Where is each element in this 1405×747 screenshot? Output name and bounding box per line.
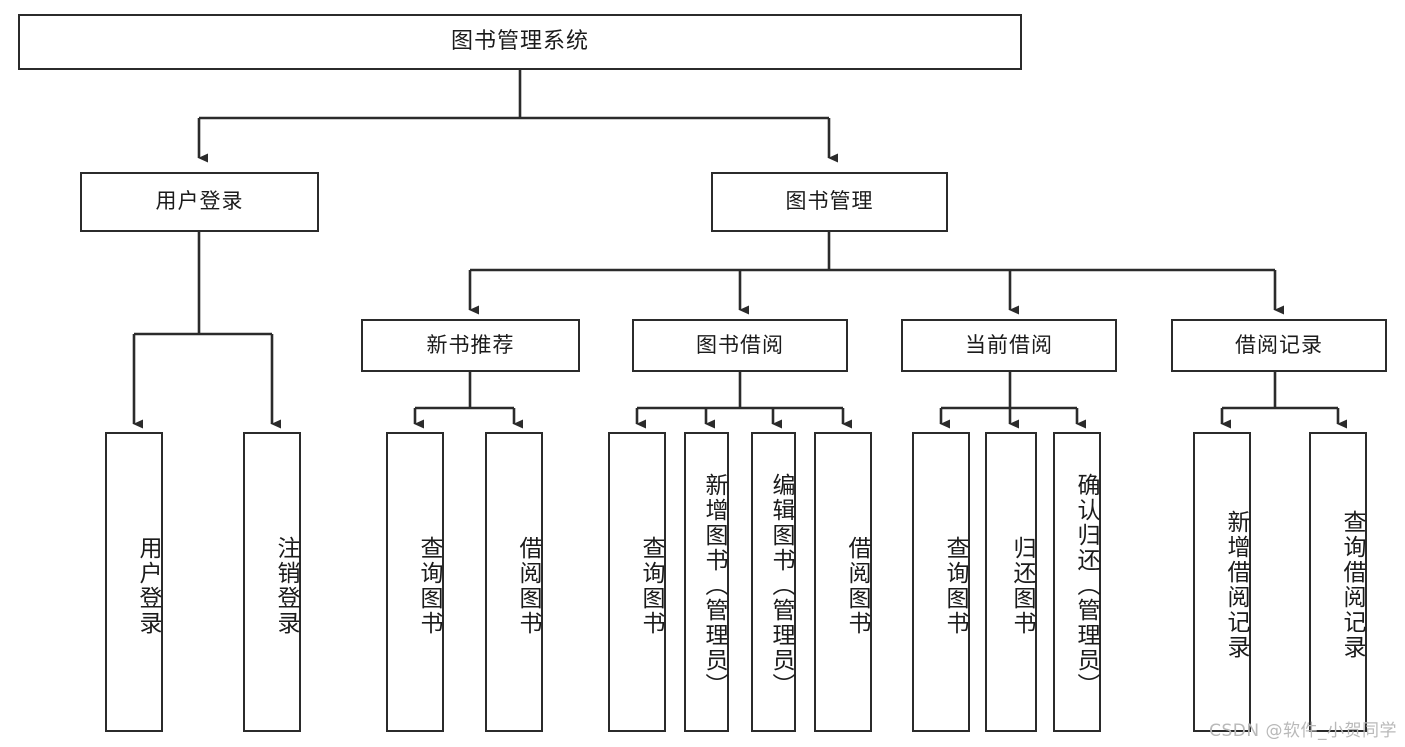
node-label: 借阅图书 xyxy=(515,536,541,636)
leaf-user-login[interactable]: 用户登录 xyxy=(105,432,163,732)
node-label: 图书借阅 xyxy=(696,332,784,357)
node-label: 查询图书 xyxy=(942,536,968,636)
node-borrowing-record[interactable]: 借阅记录 xyxy=(1171,319,1387,372)
node-label: 查询图书 xyxy=(416,536,442,636)
node-label: 借阅图书 xyxy=(844,536,870,636)
leaf-query-books-borrow[interactable]: 查询图书 xyxy=(608,432,666,732)
node-label: 编辑图书（管理员） xyxy=(768,472,794,698)
node-book-borrowing[interactable]: 图书借阅 xyxy=(632,319,848,372)
node-label: 确认归还（管理员） xyxy=(1073,472,1099,698)
leaf-query-books-current[interactable]: 查询图书 xyxy=(912,432,970,732)
leaf-borrow-books[interactable]: 借阅图书 xyxy=(814,432,872,732)
node-label: 新书推荐 xyxy=(426,332,515,357)
node-label: 当前借阅 xyxy=(965,332,1053,357)
node-current-borrowing[interactable]: 当前借阅 xyxy=(901,319,1117,372)
node-label: 新增图书（管理员） xyxy=(701,472,727,698)
node-label: 新增借阅记录 xyxy=(1223,510,1249,660)
leaf-borrow-books-recommend[interactable]: 借阅图书 xyxy=(485,432,543,732)
leaf-edit-book-admin[interactable]: 编辑图书（管理员） xyxy=(751,432,796,732)
node-root-library-management-system[interactable]: 图书管理系统 xyxy=(18,14,1022,70)
leaf-return-books[interactable]: 归还图书 xyxy=(985,432,1037,732)
leaf-add-borrow-record[interactable]: 新增借阅记录 xyxy=(1193,432,1251,732)
node-label: 图书管理系统 xyxy=(450,28,589,54)
node-label: 查询图书 xyxy=(638,536,664,636)
csdn-watermark: CSDN @软件_小贺同学 xyxy=(1209,721,1397,741)
node-book-management[interactable]: 图书管理 xyxy=(711,172,948,232)
leaf-add-book-admin[interactable]: 新增图书（管理员） xyxy=(684,432,729,732)
leaf-query-borrow-record[interactable]: 查询借阅记录 xyxy=(1309,432,1367,732)
node-label: 用户登录 xyxy=(155,189,244,214)
leaf-confirm-return-admin[interactable]: 确认归还（管理员） xyxy=(1053,432,1101,732)
node-label: 借阅记录 xyxy=(1235,332,1323,357)
node-label: 用户登录 xyxy=(135,536,161,636)
node-label: 注销登录 xyxy=(273,536,299,636)
node-label: 归还图书 xyxy=(1009,536,1035,636)
node-user-login[interactable]: 用户登录 xyxy=(80,172,319,232)
leaf-logout[interactable]: 注销登录 xyxy=(243,432,301,732)
node-label: 查询借阅记录 xyxy=(1339,510,1365,660)
node-label: 图书管理 xyxy=(785,189,874,214)
node-new-book-recommendation[interactable]: 新书推荐 xyxy=(361,319,580,372)
leaf-query-books-recommend[interactable]: 查询图书 xyxy=(386,432,444,732)
